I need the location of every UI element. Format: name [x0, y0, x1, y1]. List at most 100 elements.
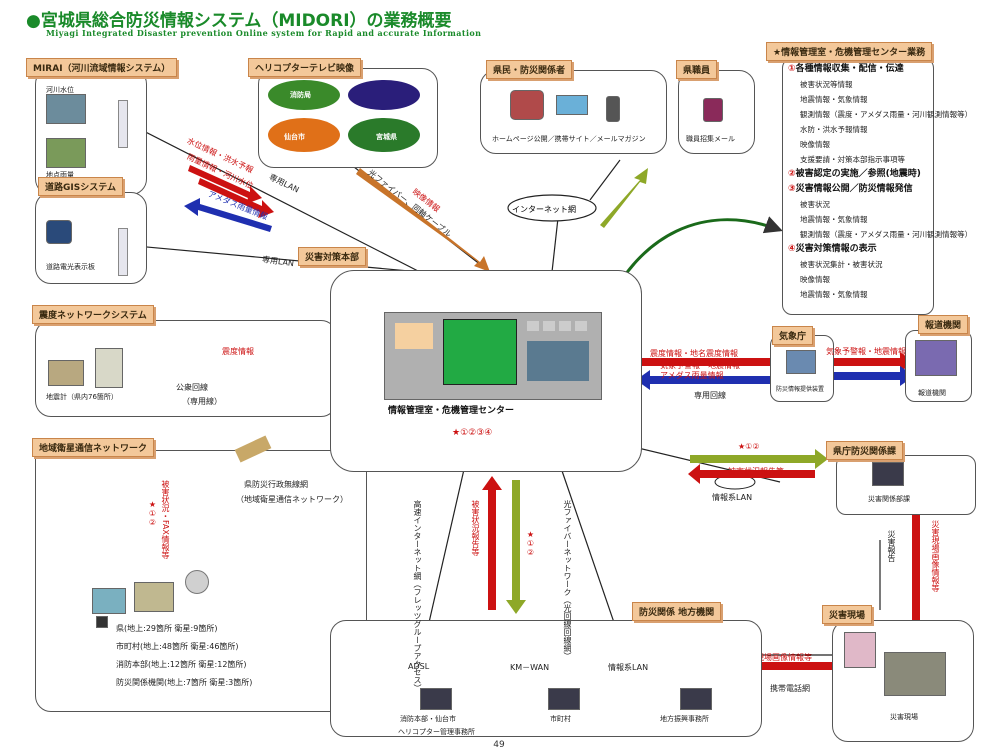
related-box [836, 455, 976, 515]
heli-item [348, 118, 420, 152]
internet-cloud [507, 194, 597, 222]
seismic-line-label: 公衆回線 [176, 383, 208, 392]
regional-label: 地方振興事務所 [660, 715, 709, 723]
field-flow: 災害現場画像情報等 [740, 653, 812, 662]
related-caption: 災害関係部課 [868, 495, 910, 503]
display-wall [384, 312, 602, 400]
laptop-icon [420, 688, 452, 710]
river-image [46, 94, 86, 124]
pc-icon [786, 350, 816, 374]
center-tasks-tag: ★情報管理室・危機管理センター業務 [766, 42, 933, 61]
seismometer-image [95, 348, 123, 388]
screen-road [527, 341, 589, 381]
satellite-tag: 地域衛星通信ネットワーク [32, 438, 155, 457]
mirai-box [35, 68, 147, 195]
vert-high-speed: 高速インターネット網（フレッツグループアクセス） [413, 500, 422, 692]
jma-caption: 防災情報提供装置 [776, 386, 825, 393]
mobile-icon [606, 96, 620, 122]
jma-tag: 気象庁 [772, 326, 814, 345]
dish-icon [185, 570, 209, 594]
seismic-line-note: （専用線） [182, 397, 222, 406]
broadcast-flow: 気象予警報・地震情報 [826, 347, 906, 356]
laptop-icon [548, 688, 580, 710]
mobile-icon [703, 98, 723, 122]
rain-gauge-image [46, 138, 86, 168]
heli-item [268, 80, 340, 110]
lan-label: 情報系LAN [608, 663, 649, 672]
seismic-tag: 震度ネットワークシステム [32, 305, 154, 324]
seismic-caption: 地震計（県内76箇所） [46, 393, 118, 401]
tv-camera-image [915, 340, 957, 376]
internet-label: インターネット網 [512, 205, 576, 214]
seismic-flow-label: 震度情報 [222, 347, 254, 356]
sign-board-icon [46, 220, 72, 244]
kmwan-label: KM－WAN [510, 663, 550, 672]
field-caption: 災害現場 [890, 713, 918, 721]
road-tag: 道路GISシステム [38, 177, 123, 196]
heli-item [348, 80, 420, 110]
broadcast-tag: 報道機関 [918, 315, 969, 334]
jma-flow-1: 震度情報・地名震度情報 [650, 349, 738, 358]
vert-fiber: 光ファイバーネットワーク（光回線回線網） [563, 500, 572, 660]
heli-tag: ヘリコプターテレビ映像 [248, 58, 362, 77]
jma-flow-3: アメダス雨量情報 [660, 371, 724, 380]
staff-tag: 県職員 [676, 60, 718, 79]
page-title: ●宮城県総合防災情報システム（MIDORI）の業務概要 [26, 11, 452, 31]
field-vert-2: 災害報告 [887, 530, 896, 562]
photo-image [844, 632, 876, 668]
page-subtitle: Miyagi Integrated Disaster prevention On… [46, 28, 482, 38]
seismic-box [35, 320, 337, 417]
disaster-photo [884, 652, 946, 696]
heli-item [268, 118, 340, 152]
sat-flow-label: 被害状況・FAX情報等 [161, 480, 170, 559]
field-tag: 災害現場 [822, 605, 873, 624]
satellite-line-label: 県防災行政無線網 [244, 480, 308, 489]
residents-caption: ホームページ公開／携帯サイト／メールマガジン [492, 135, 646, 143]
jma-flow-2: 気象予警報・地震情報・ [660, 361, 748, 370]
related-star: ★①② [738, 442, 760, 451]
laptop-icon [680, 688, 712, 710]
road-caption: 道路電光表示板 [46, 263, 95, 271]
related-lan: 情報系LAN [712, 493, 753, 502]
mirai-item-1: 河川水位 [46, 86, 74, 94]
link-kmwan [559, 464, 621, 641]
fire-label: 消防本部・仙台市 [400, 715, 456, 723]
hq-tag: 災害対策本部 [298, 247, 367, 266]
adsl-label: ADSL [408, 662, 430, 671]
staff-caption: 職員招集メール [686, 135, 735, 143]
screen-map [443, 319, 517, 385]
residents-tag: 県民・防災関係者 [486, 60, 573, 79]
center-tasks-list: ①各種情報収集・配信・伝達 被害状況等情報 地震情報・気象情報 観測情報（震度・… [788, 64, 973, 299]
pc-icon [510, 90, 544, 120]
field-line: 携帯電話網 [770, 684, 810, 693]
seismometer-image [48, 360, 84, 386]
terminal-image [134, 582, 174, 612]
antenna-icon [118, 100, 128, 148]
heli-office-label: ヘリコプター管理事務所 [398, 728, 475, 736]
screen-doc [395, 323, 433, 349]
sat-star-label: ★①② [148, 500, 157, 527]
fax-image [92, 588, 126, 614]
hq-note: ★①②③④ [452, 428, 493, 438]
mirai-item-2: 地点雨量 [46, 171, 74, 179]
link-adsl [424, 464, 466, 641]
link-road [124, 244, 421, 273]
mirai-tag: MIRAI（河川流域情報システム） [26, 58, 178, 77]
up-flow-2: ★①② [526, 530, 535, 557]
field-vert-1: 災害現場画像情報等 [931, 520, 940, 592]
page-number: 49 [493, 740, 505, 750]
related-tag: 県庁防災関係課 [826, 441, 904, 460]
laptop-icon [872, 462, 904, 486]
broadcast-caption: 報道機関 [918, 389, 946, 397]
town-label: 市町村 [550, 715, 571, 723]
satellite-line-note: （地域衛星通信ネットワーク） [236, 495, 348, 504]
local-tag: 防災関係 地方機関 [632, 602, 722, 621]
up-flow-1: 被害状況報告等 [471, 500, 480, 556]
phone-icon [96, 616, 108, 628]
related-flow: 被害状況報告等 [728, 467, 784, 476]
link-mirai [121, 119, 421, 273]
local-box [330, 620, 762, 737]
center-name: 情報管理室・危機管理センター [388, 406, 515, 416]
antenna-icon [118, 228, 128, 276]
site-counts: 県(地上:29箇所 衛星:9箇所) 市町村(地上:48箇所 衛星:46箇所) 消… [116, 624, 253, 687]
